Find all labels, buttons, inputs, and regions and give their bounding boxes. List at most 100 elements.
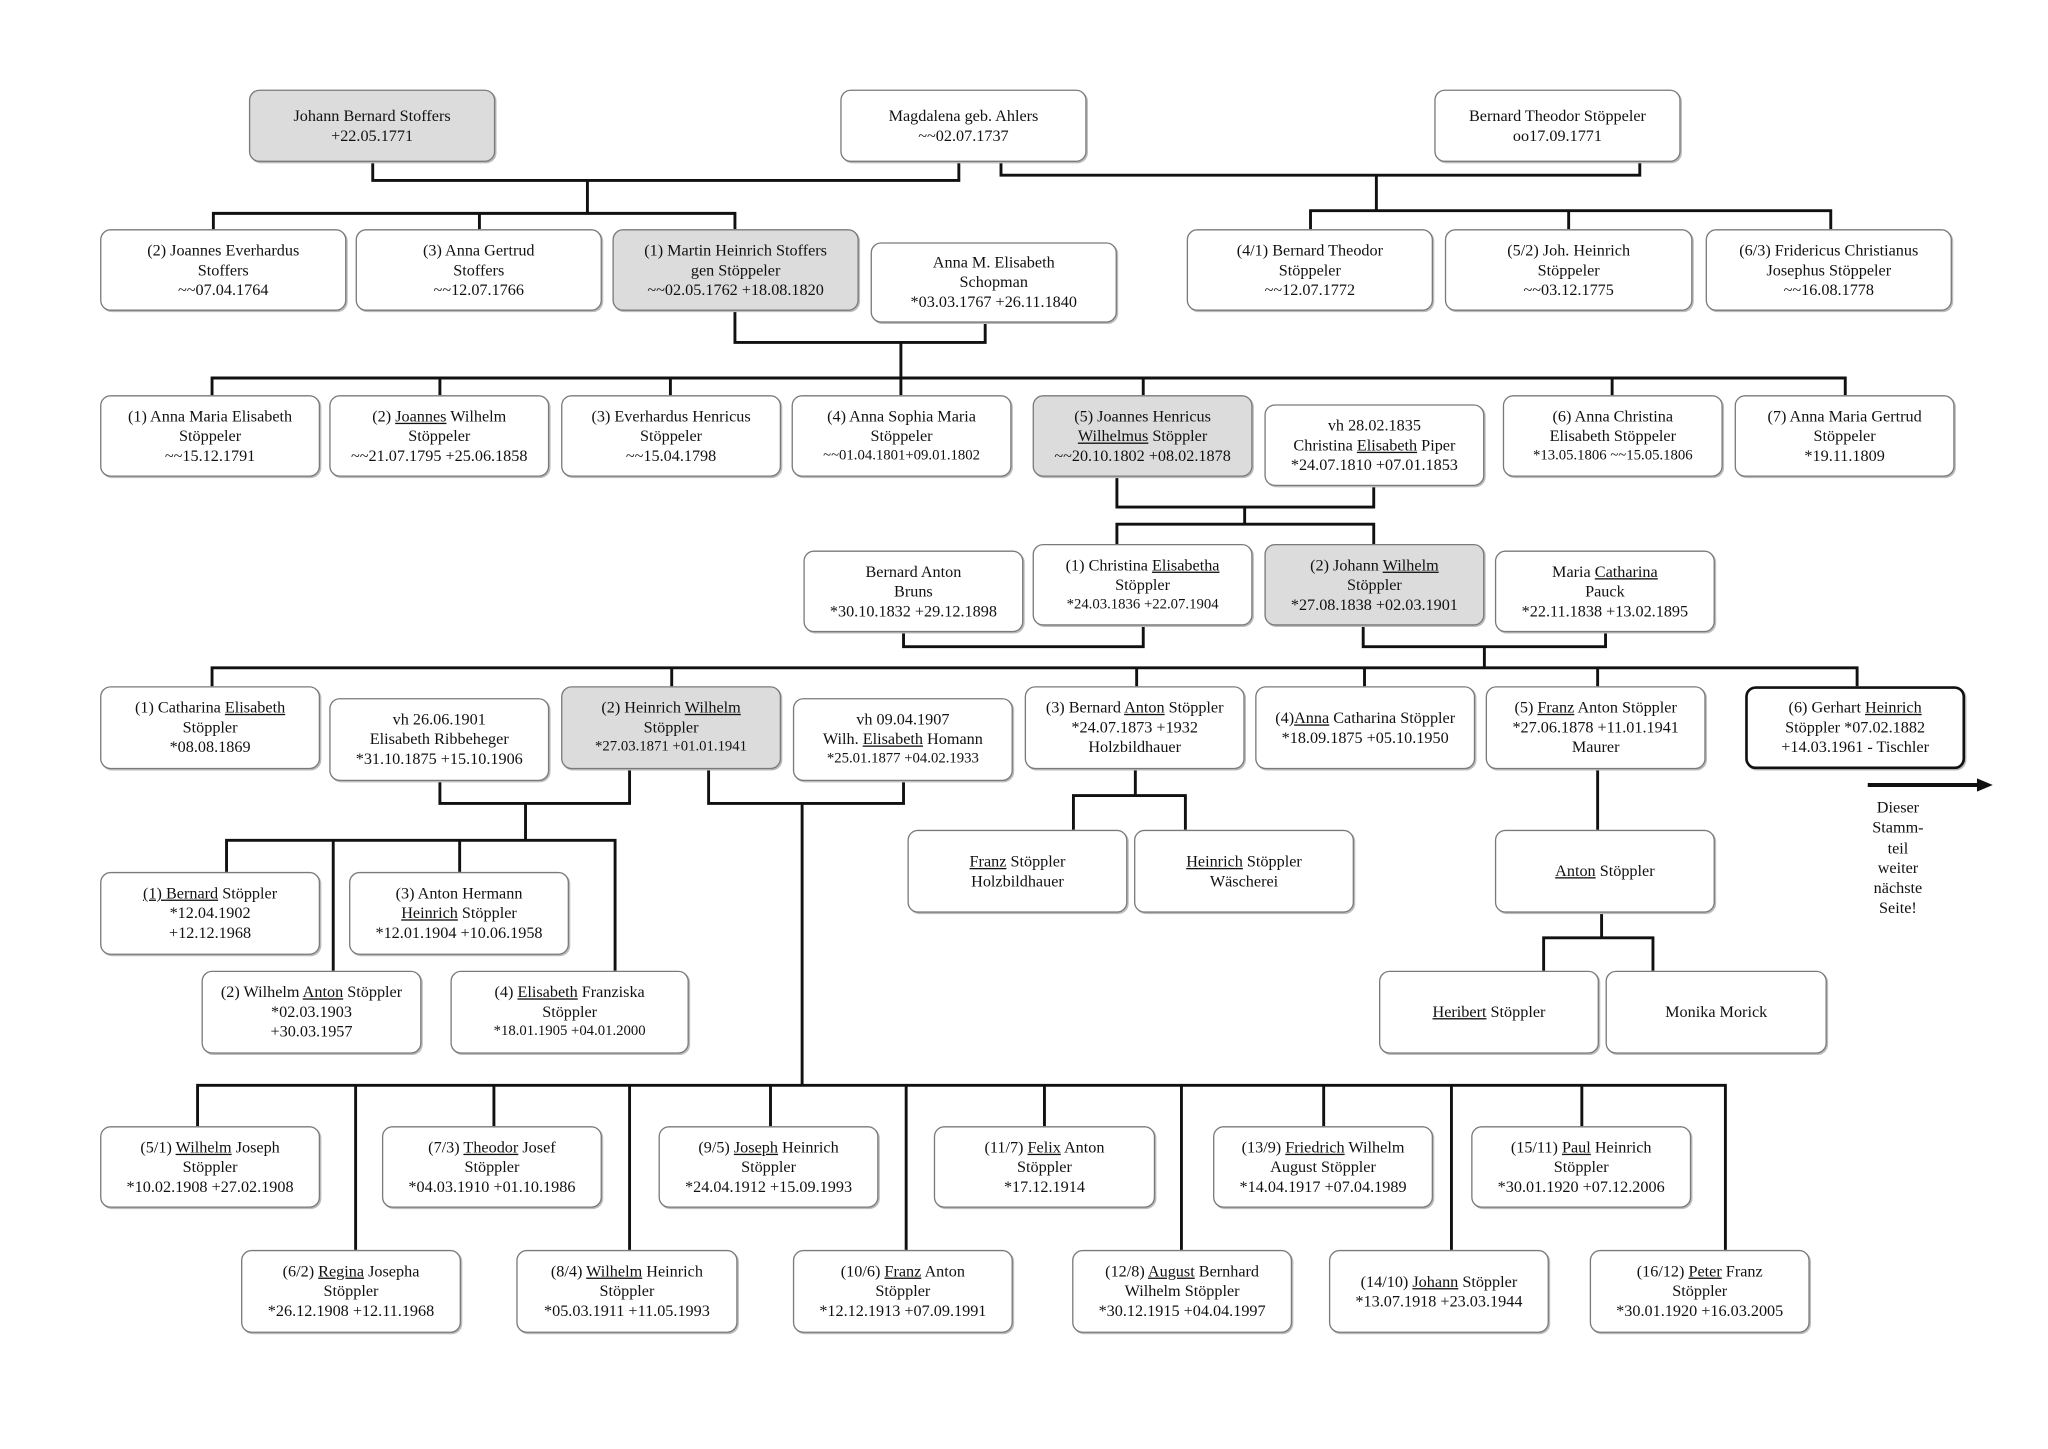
person-text-line: (8/4) Wilhelm Heinrich — [550, 1261, 703, 1281]
person-text-line: ~~12.07.1772 — [1264, 279, 1356, 299]
call-name: Anton — [302, 982, 344, 1001]
call-name: Elisabetha — [1152, 555, 1220, 574]
person-text-line: (3) Anna Gertrud — [422, 240, 535, 259]
person-text-line: (4) Anna Sophia Maria — [827, 406, 976, 425]
person-text-line: ~~01.04.1801+09.01.1802 — [823, 447, 980, 463]
person-text-line: (6) Gerhart Heinrich — [1788, 698, 1922, 717]
person-text-line: Stöppeler — [179, 426, 242, 445]
person-text-line: (7/3) Theodor Josef — [428, 1137, 556, 1156]
call-name: Joseph — [733, 1137, 778, 1156]
connector — [210, 342, 1847, 396]
person-text-line: *27.08.1838 +02.03.1901 — [1290, 594, 1458, 614]
call-name: Heribert — [1432, 1002, 1487, 1021]
person-text-line: (5/2) Joh. Heinrich — [1507, 240, 1631, 259]
person-text-line: Holzbildhauer — [971, 871, 1064, 890]
person-text-line: (4)Anna Catharina Stöppler — [1275, 707, 1456, 727]
call-name: Elisabeth — [224, 698, 286, 717]
person-text-line: *02.03.1903 — [270, 1002, 352, 1021]
person-text-line: Stöppler — [182, 717, 238, 737]
person-text-line: Schopman — [959, 272, 1028, 292]
person-text-line: (1) Anna Maria Elisabeth — [127, 406, 293, 425]
person-box: Heribert Stöppler — [1379, 970, 1599, 1054]
person-text-line: Franz Stöppler — [969, 851, 1066, 870]
person-text-line: *31.10.1875 +15.10.1906 — [355, 749, 523, 768]
person-text-line: Josephus Stöppeler — [1766, 260, 1892, 279]
person-text-line: (7) Anna Maria Gertrud — [1767, 406, 1922, 425]
call-name: Theodor — [463, 1137, 519, 1156]
call-name: Felix — [1027, 1137, 1061, 1156]
person-text-line: Stöppler — [643, 717, 699, 737]
person-text-line: ~~21.07.1795 +25.06.1858 — [351, 445, 528, 465]
person-box: (2) Wilhelm Anton Stöppler*02.03.1903+30… — [201, 970, 422, 1054]
person-text-line: (2) Wilhelm Anton Stöppler — [220, 982, 403, 1001]
person-text-line: Maurer — [1571, 737, 1620, 757]
person-text-line: Wilh. Elisabeth Homann — [822, 729, 983, 749]
person-text-line: *03.03.1767 +26.11.1840 — [910, 292, 1077, 311]
person-text-line: *05.03.1911 +11.05.1993 — [544, 1301, 710, 1320]
person-text-line: +22.05.1771 — [331, 125, 414, 145]
connector — [371, 162, 961, 182]
call-name: Catharina — [1594, 561, 1658, 581]
person-text-line: *24.07.1873 +1932 — [1071, 717, 1198, 737]
call-name: Peter — [1688, 1261, 1722, 1281]
person-text-line: Christina Elisabeth Piper — [1293, 435, 1456, 454]
call-name: Johann — [1412, 1271, 1459, 1291]
person-text-line: *24.03.1836 +22.07.1904 — [1066, 595, 1219, 612]
person-text-line: ~~15.12.1791 — [164, 445, 256, 465]
call-name: Heinrich — [401, 903, 458, 922]
person-text-line: Bruns — [894, 581, 933, 600]
person-text-line: Wilhelm Stöppler — [1124, 1281, 1240, 1300]
person-text-line: (11/7) Felix Anton — [984, 1137, 1105, 1156]
person-text-line: (4/1) Bernard Theodor — [1236, 240, 1384, 259]
person-text-line: Stöppler — [1553, 1157, 1609, 1176]
person-text-line: Stöppeler — [408, 426, 471, 445]
person-text-line: *30.01.1920 +07.12.2006 — [1497, 1176, 1665, 1196]
connector — [902, 625, 1145, 649]
person-text-line: vh 09.04.1907 — [856, 709, 950, 729]
person-text-line: (1) Martin Heinrich Stoffers — [644, 240, 827, 259]
person-text-line: Heinrich Stöppler — [401, 903, 517, 922]
person-text-line: *04.03.1910 +01.10.1986 — [408, 1176, 576, 1196]
person-text-line: Stöppler — [875, 1281, 931, 1300]
person-text-line: *30.10.1832 +29.12.1898 — [829, 601, 997, 620]
person-text-line: Monika Morick — [1665, 1002, 1768, 1021]
person-text-line: (2) Joannes Wilhelm — [372, 406, 507, 425]
person-text-line: Bernard Theodor Stöppeler — [1468, 106, 1646, 125]
person-text-line: ~~02.07.1737 — [918, 125, 1009, 145]
person-text-line: Johann Bernard Stoffers — [293, 106, 451, 125]
connector — [225, 803, 617, 971]
note-line: Stamm- — [1872, 818, 1924, 837]
person-text-line: Pauck — [1585, 581, 1625, 600]
person-text-line: Stöppler — [182, 1157, 238, 1176]
person-text-line: (3) Bernard Anton Stöppler — [1045, 698, 1224, 717]
person-box: (14/10) Johann Stöppler*13.07.1918 +23.0… — [1328, 1249, 1549, 1333]
person-text-line: +30.03.1957 — [270, 1022, 353, 1041]
connector — [1115, 507, 1376, 544]
person-text-line: (10/6) Franz Anton — [840, 1261, 965, 1281]
person-text-line: Stöppler — [1672, 1281, 1728, 1300]
person-text-line: ~~02.05.1762 +18.08.1820 — [647, 279, 824, 299]
person-box: (5) Franz Anton Stöppler*27.06.1878 +11.… — [1485, 686, 1706, 770]
note-line: Seite! — [1879, 898, 1917, 918]
person-text-line: ~~03.12.1775 — [1523, 279, 1614, 299]
person-text-line: Bernard Anton — [865, 561, 962, 581]
person-box: (4)Anna Catharina Stöppler*18.09.1875 +0… — [1255, 686, 1476, 770]
connector — [196, 803, 1727, 1250]
